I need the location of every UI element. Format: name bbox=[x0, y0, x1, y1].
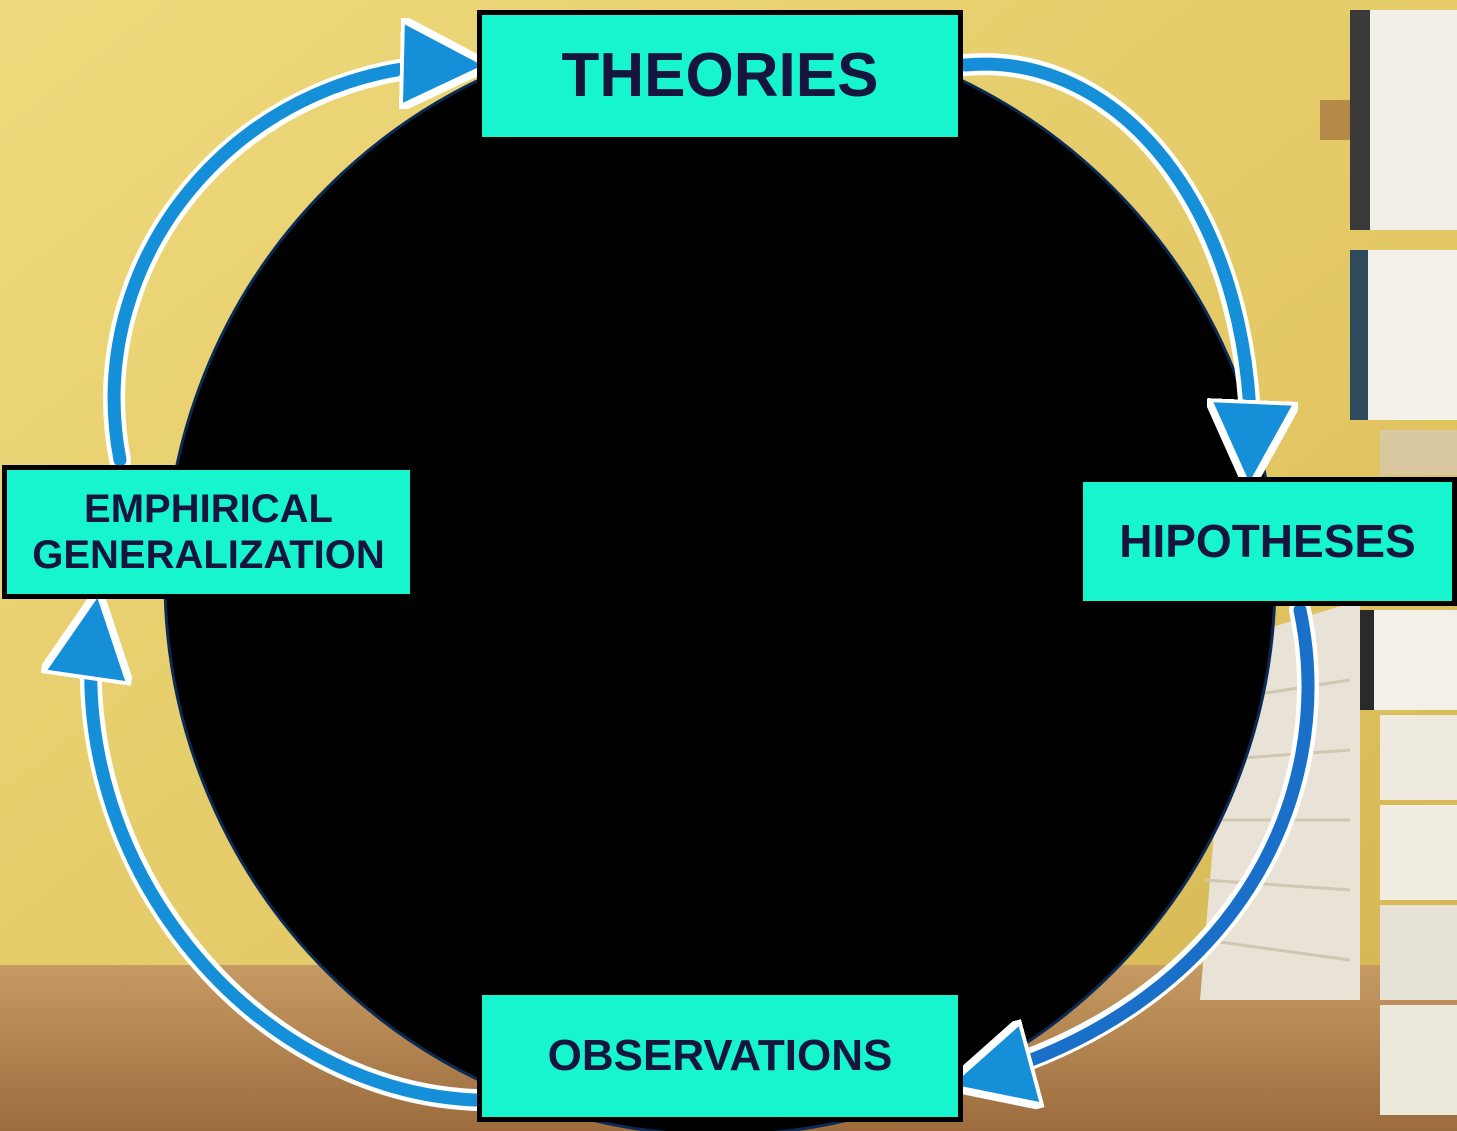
observations-box: OBSERVATIONS bbox=[477, 990, 963, 1122]
observations-label: OBSERVATIONS bbox=[548, 1031, 893, 1082]
hipotheses-box: HIPOTHESES bbox=[1078, 477, 1457, 606]
emphirical-generalization-box: EMPHIRICAL GENERALIZATION bbox=[2, 465, 415, 599]
emphirical-generalization-label: EMPHIRICAL GENERALIZATION bbox=[32, 486, 385, 578]
theories-box: THEORIES bbox=[477, 10, 963, 142]
theories-label: THEORIES bbox=[562, 40, 879, 111]
hipotheses-label: HIPOTHESES bbox=[1119, 515, 1416, 568]
